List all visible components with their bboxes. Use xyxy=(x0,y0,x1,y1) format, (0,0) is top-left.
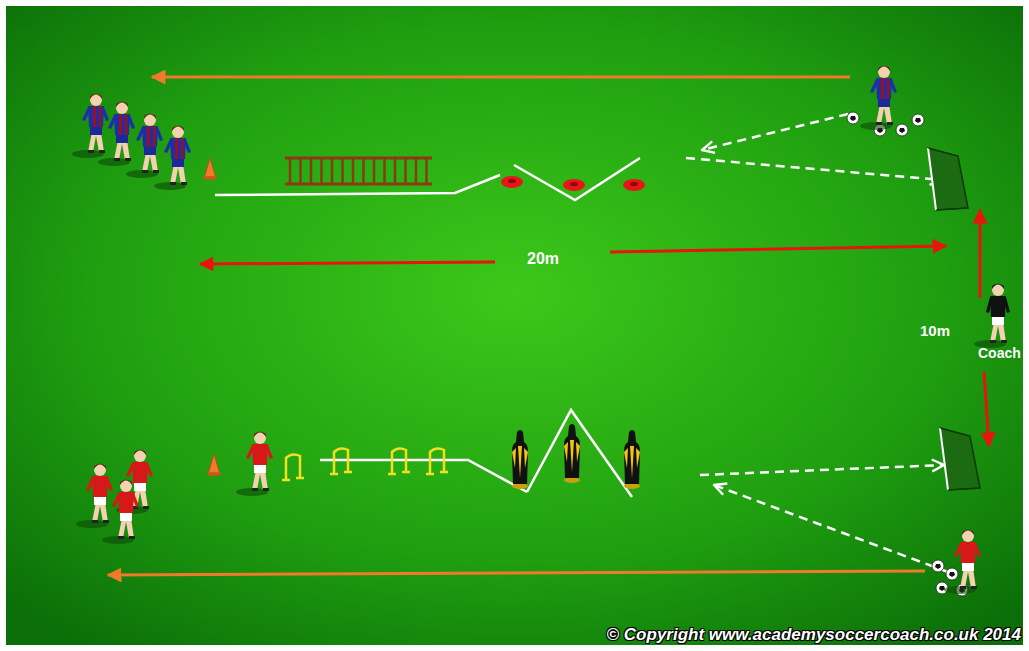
copyright-watermark: © Copyright www.academysoccercoach.co.uk… xyxy=(607,625,1021,645)
agility-course-top xyxy=(203,158,645,200)
agility-course-bottom xyxy=(207,410,640,497)
players xyxy=(72,66,1010,595)
balls xyxy=(847,112,968,596)
coach-label: Coach xyxy=(978,345,1021,361)
dimension-label: 20m xyxy=(527,250,559,268)
run-arrows xyxy=(108,77,989,575)
dimension-label: 10m xyxy=(920,322,950,339)
pass-arrows xyxy=(686,114,948,572)
goals xyxy=(928,148,980,490)
